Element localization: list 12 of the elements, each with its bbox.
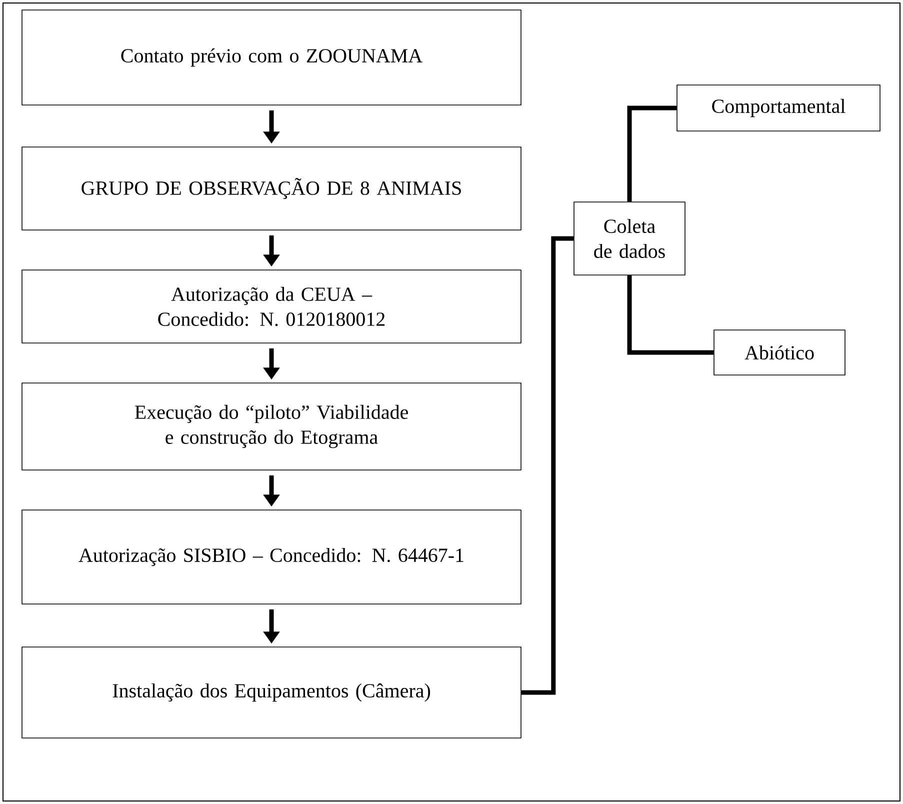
step-box: Autorização da CEUA – Concedido: N. 0120180012 (22, 270, 522, 344)
step-box: Contato prévio com o ZOOUNAMA (22, 10, 522, 106)
step-box: GRUPO DE OBSERVAÇÃO DE 8 ANIMAIS (22, 146, 522, 230)
connector-line (627, 106, 677, 202)
category-box: Abiótico (714, 330, 846, 376)
step-box: Instalação dos Equipamentos (Câmera) (22, 646, 522, 738)
step-box: Execução do “piloto” Viabilidade e construção do Etograma (22, 382, 522, 470)
category-box: Coleta de dados (574, 202, 686, 276)
connector-line (627, 275, 714, 355)
step-box: Autorização SISBIO – Concedido: N. 64467-1 (22, 510, 522, 604)
category-box: Comportamental (676, 84, 880, 132)
connector-line (521, 236, 574, 695)
